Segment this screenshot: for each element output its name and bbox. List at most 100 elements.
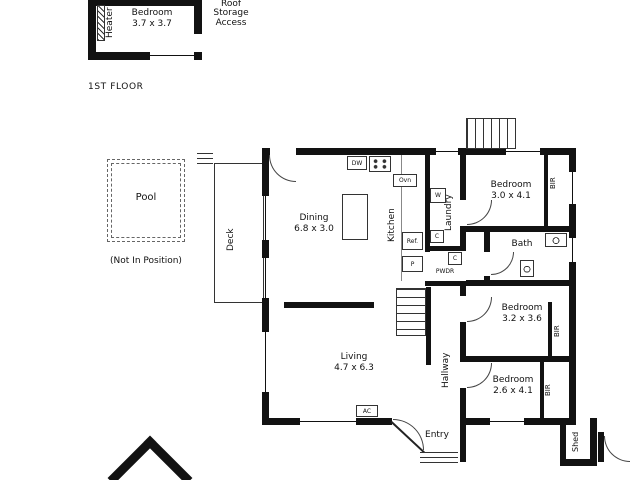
window-marker: [150, 52, 194, 60]
pool-note: (Not In Position): [110, 256, 182, 266]
wall-segment: [356, 418, 392, 425]
built-in-robe-label: BIR: [549, 177, 557, 189]
wall-segment: [262, 298, 269, 332]
cropped-building-corner: [107, 435, 193, 480]
wall-segment: [426, 287, 431, 365]
door-swing-arc: [604, 436, 630, 462]
wall-segment: [425, 246, 466, 251]
bedroom3-label: Bedroom 2.6 x 4.1: [492, 375, 534, 397]
window-marker: [569, 238, 576, 262]
deck-label: Deck: [226, 228, 236, 252]
wall-segment: [262, 418, 300, 425]
washing-machine: W: [430, 188, 446, 203]
wall-segment: [460, 388, 466, 418]
wall-segment: [430, 148, 436, 155]
wall-segment: [540, 148, 576, 155]
built-in-robe-label: BIR: [553, 325, 561, 337]
window-marker: [262, 258, 269, 298]
pool-label: Pool: [135, 192, 157, 203]
wall-segment: [425, 281, 466, 286]
bath-label: Bath: [511, 239, 533, 249]
exterior-stairs: [466, 118, 516, 149]
wall-segment: [569, 262, 576, 425]
bath-vanity: [545, 233, 567, 247]
dining-label: Dining 6.8 x 3.0: [294, 213, 334, 235]
wall-segment: [484, 232, 490, 252]
interior-stairs: [396, 288, 426, 336]
cupboard: C: [448, 252, 462, 265]
wall-segment: [466, 148, 506, 155]
heater-unit: [97, 5, 105, 41]
wall-segment: [460, 148, 466, 200]
hallway-label: Hallway: [441, 352, 451, 388]
oven: Ovn: [393, 174, 417, 187]
wall-segment: [590, 418, 597, 466]
pantry: P: [402, 256, 423, 272]
window-marker: [569, 172, 576, 204]
wall-segment: [466, 226, 576, 232]
window-marker: [262, 332, 269, 392]
closet-wall: [540, 362, 544, 418]
pool-inner-outline: [111, 163, 181, 238]
wall-segment: [88, 52, 150, 60]
bedroom2-label: Bedroom 3.2 x 3.6: [501, 303, 543, 325]
laundry-label: Laundry: [444, 194, 454, 232]
wall-segment: [262, 148, 269, 196]
door-swing-arc: [467, 200, 492, 225]
wall-segment: [466, 418, 490, 425]
closet-wall: [548, 302, 552, 356]
closet-wall: [544, 155, 548, 226]
wall-segment: [143, 435, 193, 480]
air-conditioner: AC: [356, 405, 378, 417]
window-marker: [506, 148, 540, 155]
deck-outline: [214, 163, 264, 303]
door-swing-arc: [491, 252, 514, 275]
wall-segment: [460, 322, 466, 362]
kitchen-label: Kitchen: [387, 208, 397, 242]
kitchen-counter-edge: [401, 155, 402, 281]
dishwasher: DW: [347, 156, 367, 170]
wall-segment: [569, 148, 576, 172]
wall-segment: [560, 425, 566, 465]
wall-segment: [425, 148, 430, 252]
wall-segment: [194, 52, 202, 60]
cooktop-icon: [369, 156, 391, 172]
wall-segment: [466, 280, 576, 286]
entry-label: Entry: [425, 430, 449, 440]
wall-segment: [598, 432, 604, 462]
wall-segment: [466, 356, 576, 362]
kitchen-island: [342, 194, 368, 240]
built-in-robe-label: BIR: [544, 384, 552, 396]
wall-segment: [460, 284, 466, 296]
wall-segment: [460, 226, 466, 248]
living-label: Living 4.7 x 6.3: [334, 352, 374, 374]
upper-bedroom-name: Bedroom: [131, 8, 173, 18]
wall-segment: [460, 418, 466, 462]
window-marker: [490, 418, 524, 425]
wall-segment: [88, 0, 96, 60]
upper-bedroom-label: Bedroom 3.7 x 3.7: [116, 8, 188, 31]
window-marker: [262, 196, 269, 240]
wall-segment: [262, 240, 269, 258]
wall-segment: [194, 0, 202, 34]
refrigerator: Ref.: [402, 232, 423, 250]
wall-segment: [296, 148, 430, 155]
window-marker: [300, 418, 356, 425]
wall-segment: [569, 204, 576, 238]
shed-label: Shed: [571, 431, 580, 453]
toilet: [520, 260, 534, 277]
wall-segment: [560, 459, 597, 466]
upper-bedroom-dims: 3.7 x 3.7: [132, 19, 172, 30]
roof-storage-label: Roof Storage Access: [213, 0, 249, 28]
window-marker: [436, 148, 458, 155]
pool-outline: [107, 159, 185, 242]
bedroom1-label: Bedroom 3.0 x 4.1: [490, 180, 532, 202]
entry-steps: [420, 452, 458, 466]
wall-segment: [284, 302, 374, 308]
wall-segment: [88, 0, 202, 6]
door-swing-arc: [269, 155, 296, 182]
cupboard: C: [430, 230, 444, 243]
first-floor-caption: 1ST FLOOR: [88, 82, 144, 92]
wall-segment: [524, 418, 576, 425]
